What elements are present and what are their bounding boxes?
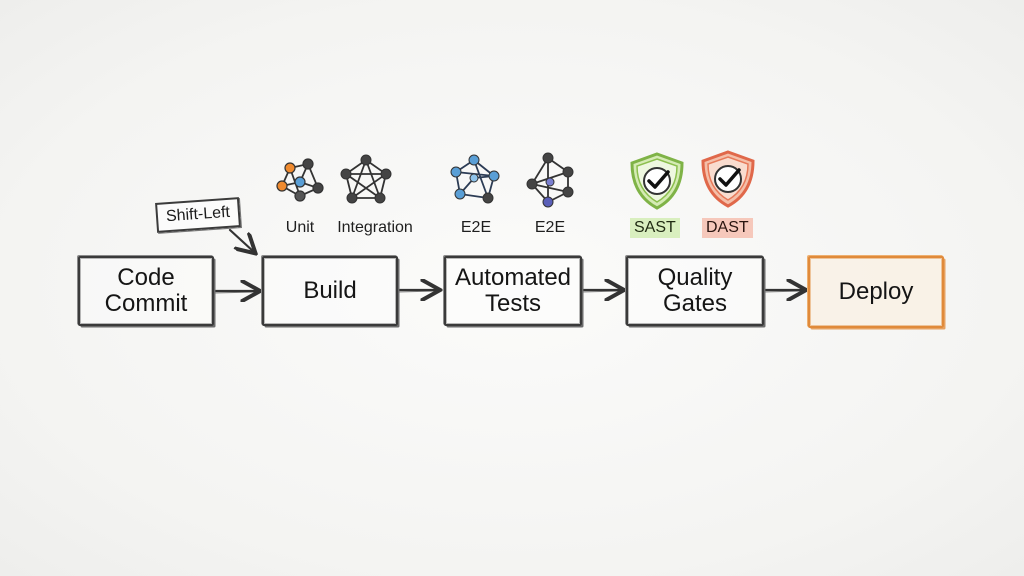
stage-quality-gates-line1: Quality bbox=[657, 264, 733, 291]
sast-shield-check-icon bbox=[630, 152, 684, 210]
label-integration: Integration bbox=[337, 219, 413, 236]
e2e-network-icon-2 bbox=[526, 152, 574, 208]
stage-automated-tests: Automated Tests bbox=[444, 256, 582, 326]
label-e2e-1: E2E bbox=[460, 219, 492, 236]
stage-automated-tests-line1: Automated bbox=[454, 264, 572, 291]
stage-code-commit-line1: Code bbox=[117, 264, 175, 291]
stage-automated-tests-line2: Tests bbox=[484, 290, 541, 317]
stage-deploy: Deploy bbox=[808, 256, 944, 328]
stage-code-commit-line2: Commit bbox=[104, 290, 188, 317]
stage-code-commit: Code Commit bbox=[78, 256, 214, 326]
integration-network-icon bbox=[340, 154, 392, 204]
label-unit: Unit bbox=[285, 219, 315, 236]
label-sast: SAST bbox=[630, 218, 680, 238]
dast-shield-check-icon bbox=[701, 150, 755, 208]
stage-quality-gates-line2: Gates bbox=[662, 290, 727, 317]
e2e-network-icon-1 bbox=[450, 154, 500, 204]
stage-quality-gates: Quality Gates bbox=[626, 256, 764, 326]
label-e2e-2: E2E bbox=[534, 219, 566, 236]
stage-deploy-line1: Deploy bbox=[838, 278, 914, 305]
stage-build-line1: Build bbox=[303, 277, 357, 304]
shift-left-annotation: Shift-Left bbox=[155, 197, 241, 233]
label-dast: DAST bbox=[702, 218, 753, 238]
stage-build: Build bbox=[262, 256, 398, 326]
unit-network-icon bbox=[276, 158, 324, 202]
